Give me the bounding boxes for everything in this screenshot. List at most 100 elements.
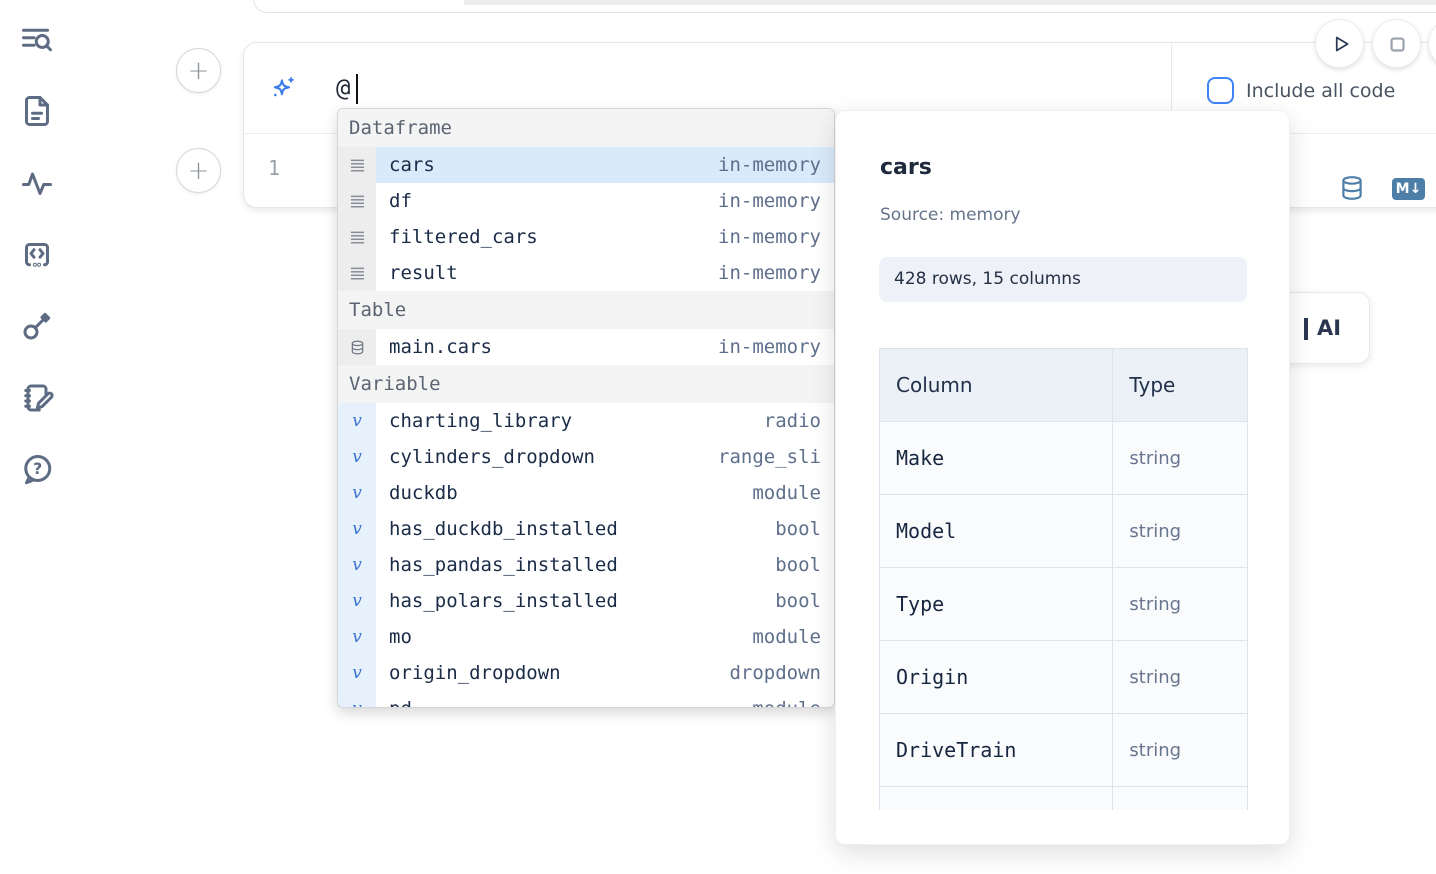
include-all-code-label: Include all code (1246, 80, 1396, 102)
autocomplete-item[interactable]: v has_polars_installed bool (338, 583, 834, 619)
sparkles-icon (268, 74, 298, 104)
item-type: bool (775, 518, 821, 540)
column-name: Type (879, 567, 1114, 641)
item-name: pd (389, 698, 412, 707)
item-name: mo (389, 626, 412, 648)
play-icon (1335, 36, 1348, 51)
autocomplete-section-header: Variable (338, 365, 834, 403)
variable-icon: v (338, 619, 376, 655)
column-type: string (1112, 567, 1248, 641)
list-search-icon[interactable] (19, 22, 55, 58)
code-snippets-icon[interactable] (19, 237, 55, 273)
variable-icon: v (338, 691, 376, 707)
code-editor[interactable]: 1 M↓ (244, 134, 1436, 208)
database-icon (338, 329, 376, 365)
include-all-code-checkbox[interactable] (1207, 77, 1234, 104)
item-type: in-memory (718, 226, 821, 248)
variable-icon: v (338, 439, 376, 475)
autocomplete-item[interactable]: main.cars in-memory (338, 329, 834, 365)
autocomplete-section-header: Table (338, 291, 834, 329)
item-name: origin_dropdown (389, 662, 561, 684)
clipped-text-fragment (1304, 318, 1308, 340)
key-icon[interactable] (19, 308, 55, 344)
svg-text:?: ? (33, 459, 42, 478)
dataframe-icon (338, 147, 376, 183)
variable-icon: v (338, 547, 376, 583)
column-type: string (1112, 421, 1248, 495)
previous-cell-bottom (253, 0, 1436, 13)
file-icon[interactable] (19, 93, 55, 129)
run-cell-button[interactable] (1316, 20, 1363, 67)
ai-prompt-row: @ Include all code (244, 43, 1436, 134)
item-name: has_polars_installed (389, 590, 618, 612)
preview-title: cars (880, 155, 932, 180)
autocomplete-item[interactable]: v has_pandas_installed bool (338, 547, 834, 583)
partial-circle-button[interactable] (1429, 20, 1436, 67)
item-name: charting_library (389, 410, 573, 432)
item-type: in-memory (718, 336, 821, 358)
column-type: string (1112, 494, 1248, 568)
scratchpad-icon[interactable] (19, 380, 55, 416)
dataframe-icon (338, 183, 376, 219)
item-type: dropdown (729, 662, 821, 684)
autocomplete-item[interactable]: v pd module (338, 691, 834, 707)
column-name: Make (879, 421, 1114, 495)
activity-icon[interactable] (19, 165, 55, 201)
column-type: string (1112, 640, 1248, 714)
item-type: module (752, 482, 821, 504)
sidebar: ? (0, 0, 72, 874)
item-name: cylinders_dropdown (389, 446, 595, 468)
item-type: radio (763, 410, 821, 432)
item-name: main.cars (389, 336, 492, 358)
previous-cell-divider (464, 0, 1436, 5)
item-type: module (752, 626, 821, 648)
item-name: has_pandas_installed (389, 554, 618, 576)
item-type: bool (775, 590, 821, 612)
variable-icon: v (338, 475, 376, 511)
autocomplete-item[interactable]: v charting_library radio (338, 403, 834, 439)
add-cell-button-bottom[interactable]: + (176, 148, 221, 193)
dataframe-icon (338, 219, 376, 255)
variable-icon: v (338, 583, 376, 619)
autocomplete-item[interactable]: result in-memory (338, 255, 834, 291)
help-chat-icon[interactable]: ? (19, 452, 55, 488)
line-number: 1 (268, 156, 281, 180)
item-type: in-memory (718, 154, 821, 176)
item-type: in-memory (718, 190, 821, 212)
variable-icon: v (338, 403, 376, 439)
stop-icon (1390, 37, 1405, 52)
dataframe-icon (338, 255, 376, 291)
column-type: string (1112, 713, 1248, 787)
dataframe-preview-panel: cars Source: memory 428 rows, 15 columns… (835, 110, 1290, 845)
item-type: in-memory (718, 262, 821, 284)
markdown-icon[interactable]: M↓ (1392, 178, 1425, 200)
text-cursor (356, 74, 358, 104)
item-type: bool (775, 554, 821, 576)
autocomplete-item[interactable]: v cylinders_dropdown range_sli (338, 439, 834, 475)
schema-row-clipped (879, 786, 1248, 810)
column-name: Model (879, 494, 1114, 568)
preview-source: Source: memory (880, 205, 1021, 225)
item-name: has_duckdb_installed (389, 518, 618, 540)
item-type: range_sli (718, 446, 821, 468)
stop-cell-button[interactable] (1373, 20, 1420, 67)
item-type: module (752, 698, 821, 707)
item-name: result (389, 262, 458, 284)
database-icon[interactable] (1338, 174, 1366, 202)
add-cell-button-top[interactable]: + (176, 48, 221, 93)
